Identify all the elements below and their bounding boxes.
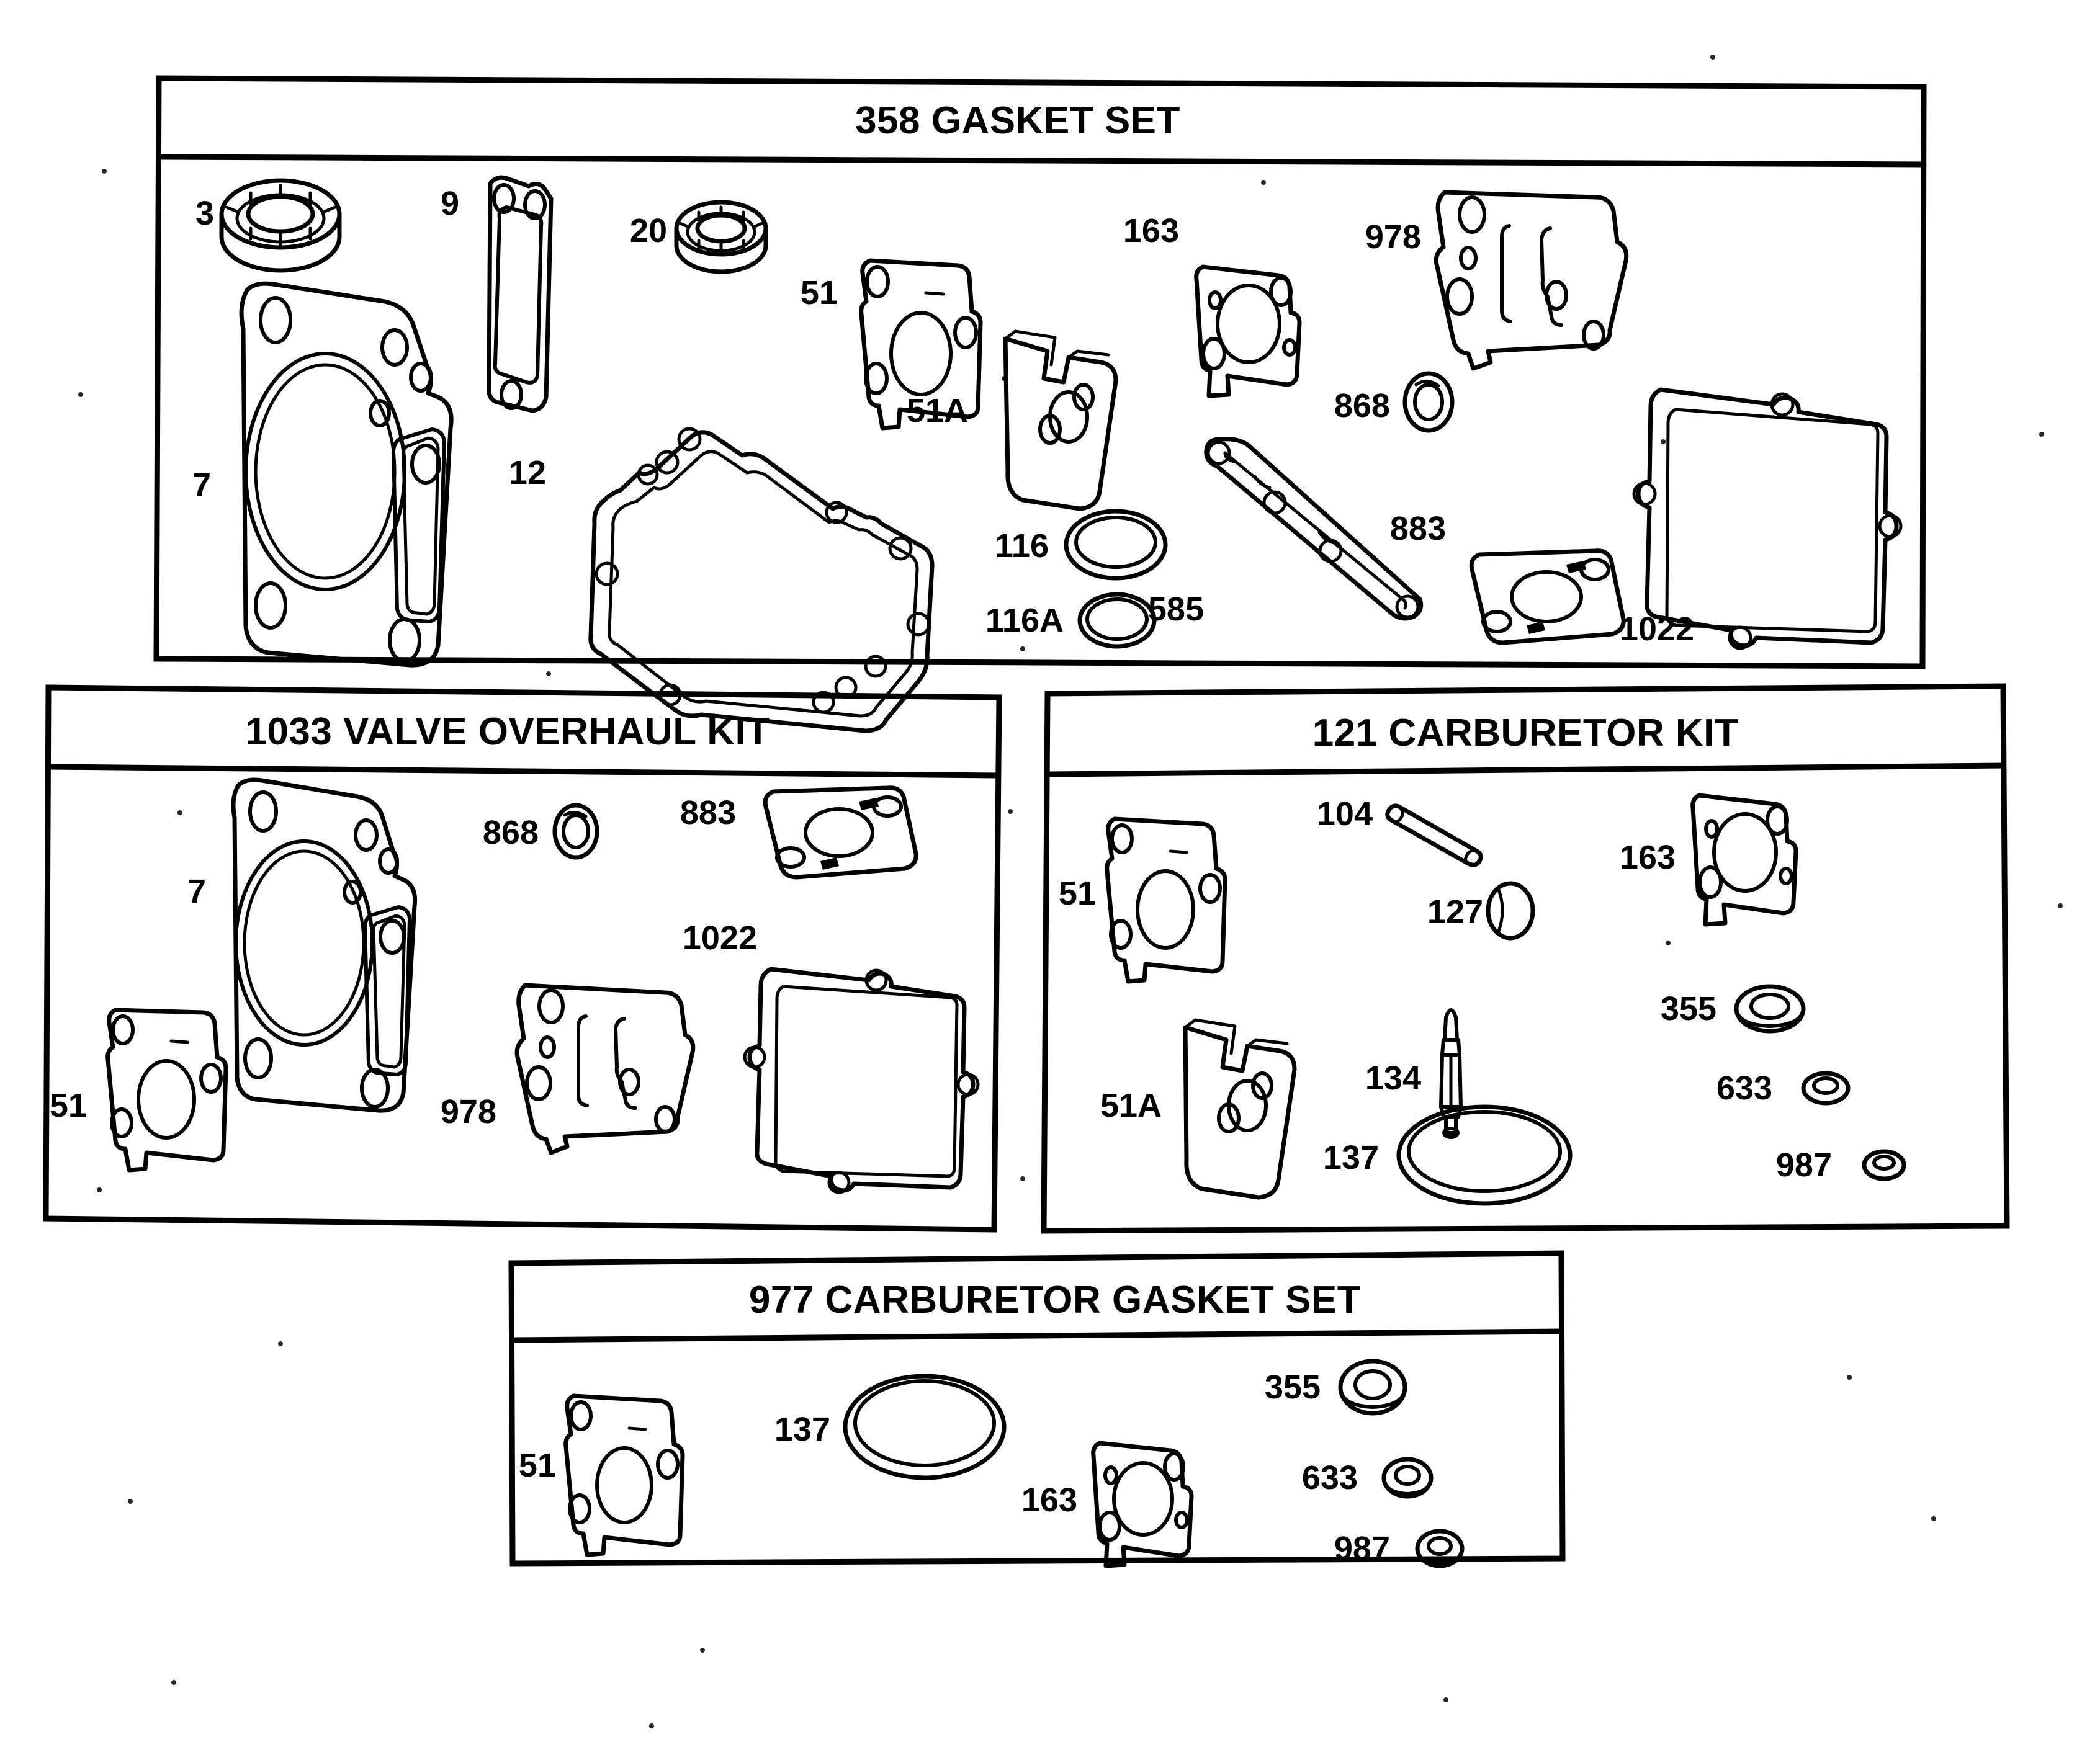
part-355-washer-large bbox=[1734, 984, 1806, 1034]
part-987-washer-small-set bbox=[1415, 1529, 1465, 1568]
part-978-rocker-cover-gasket-kit bbox=[514, 983, 696, 1155]
part-868-valve-stem-seal bbox=[1402, 371, 1455, 433]
panel-title-valve-overhaul-kit: 1033 VALVE OVERHAUL KIT bbox=[245, 710, 770, 753]
part-883-intake-flange-gasket bbox=[1469, 548, 1626, 645]
part-868-valve-stem-seal-kit bbox=[552, 803, 599, 860]
label-part-355-set: 355 bbox=[1265, 1369, 1321, 1406]
label-part-134: 134 bbox=[1365, 1060, 1421, 1097]
label-part-868: 868 bbox=[1334, 387, 1390, 424]
part-51-carburetor-gasket-carbkit bbox=[1105, 816, 1227, 984]
part-137-float-bowl-o-ring bbox=[1396, 1104, 1573, 1206]
label-part-987: 987 bbox=[1776, 1146, 1832, 1184]
panel-valve-overhaul-kit: 1033 VALVE OVERHAUL KIT 7 51 bbox=[43, 684, 1002, 1233]
part-1022-valve-cover-gasket-large bbox=[1632, 387, 1903, 650]
label-part-127: 127 bbox=[1427, 893, 1483, 931]
part-137-float-bowl-o-ring-set bbox=[843, 1374, 1007, 1480]
part-633-washer-medium-set bbox=[1381, 1457, 1434, 1499]
label-part-137: 137 bbox=[1323, 1139, 1379, 1176]
part-116-o-ring-large bbox=[1064, 509, 1168, 581]
label-part-9: 9 bbox=[441, 185, 459, 222]
label-part-633: 633 bbox=[1716, 1070, 1772, 1107]
label-part-3: 3 bbox=[195, 195, 214, 232]
part-3-oil-seal-bearing bbox=[219, 178, 342, 273]
label-part-104: 104 bbox=[1317, 795, 1373, 833]
panel-title-carburetor-gasket-set: 977 CARBURETOR GASKET SET bbox=[749, 1279, 1361, 1321]
part-987-washer-small bbox=[1862, 1149, 1906, 1181]
panel-gasket-set: 358 GASKET SET 3 9 20 bbox=[153, 75, 1927, 733]
label-part-868-kit: 868 bbox=[483, 814, 539, 851]
label-part-163: 163 bbox=[1123, 212, 1179, 249]
label-part-978: 978 bbox=[1365, 218, 1421, 256]
part-51-carburetor-gasket-set bbox=[563, 1393, 685, 1557]
part-978-rocker-cover-gasket bbox=[1434, 190, 1629, 371]
panel-carburetor-gasket-set: 977 CARBURETOR GASKET SET 51 137 163 bbox=[508, 1250, 1566, 1568]
part-633-washer-medium bbox=[1801, 1071, 1851, 1106]
label-part-12: 12 bbox=[509, 454, 546, 491]
panel-title-carburetor-kit: 121 CARBURETOR KIT bbox=[1312, 712, 1739, 754]
part-7-cylinder-head-gasket bbox=[239, 281, 454, 668]
label-part-51A-carbkit: 51A bbox=[1100, 1087, 1162, 1124]
label-part-51-carbkit: 51 bbox=[1059, 875, 1096, 912]
part-20-oil-seal-bearing-small bbox=[674, 200, 768, 274]
scan-artifacts bbox=[78, 55, 2063, 1728]
label-part-987-set: 987 bbox=[1334, 1530, 1390, 1567]
label-part-1022: 1022 bbox=[1620, 610, 1694, 648]
part-51-carburetor-gasket bbox=[859, 258, 983, 431]
part-116A-o-ring-small bbox=[1077, 592, 1157, 649]
label-part-116: 116 bbox=[995, 527, 1049, 565]
label-part-355: 355 bbox=[1661, 990, 1716, 1027]
part-1022-valve-cover-gasket-large-kit bbox=[743, 967, 980, 1194]
part-163-intake-gasket bbox=[1194, 264, 1302, 398]
label-part-51: 51 bbox=[801, 274, 838, 311]
label-part-883: 883 bbox=[1390, 510, 1446, 547]
part-12-crankcase-gasket bbox=[588, 427, 935, 733]
label-part-1022-kit: 1022 bbox=[683, 919, 757, 957]
label-part-883-kit: 883 bbox=[680, 794, 736, 831]
part-127-welch-plug bbox=[1486, 881, 1535, 941]
part-51A-carburetor-body-gasket-carbkit bbox=[1183, 1018, 1297, 1200]
part-163-intake-gasket-carbkit bbox=[1690, 793, 1798, 927]
label-part-137-set: 137 bbox=[774, 1411, 830, 1448]
part-7-cylinder-head-gasket-kit bbox=[231, 777, 418, 1113]
label-part-633-set: 633 bbox=[1302, 1459, 1358, 1496]
label-part-163-carbkit: 163 bbox=[1620, 839, 1676, 876]
part-51-carburetor-gasket-kit bbox=[105, 1008, 228, 1173]
label-part-7: 7 bbox=[192, 467, 211, 504]
label-part-7-kit: 7 bbox=[187, 873, 206, 910]
part-104-float-hinge-pin bbox=[1385, 803, 1483, 867]
panel-carburetor-kit: 121 CARBURETOR KIT 51 104 127 bbox=[1041, 683, 2010, 1234]
part-355-washer-large-set bbox=[1338, 1359, 1407, 1416]
part-163-intake-gasket-set bbox=[1091, 1441, 1194, 1568]
label-part-163-set: 163 bbox=[1021, 1482, 1077, 1519]
part-51A-carburetor-body-gasket bbox=[1003, 329, 1118, 511]
label-part-116A: 116A bbox=[985, 602, 1064, 639]
part-9-valve-cover-gasket bbox=[487, 175, 554, 413]
part-883-intake-flange-gasket-kit bbox=[763, 785, 918, 880]
part-585-breather-tube-gasket bbox=[1204, 437, 1424, 621]
label-part-978-kit: 978 bbox=[441, 1093, 496, 1130]
label-part-20: 20 bbox=[630, 212, 667, 249]
label-part-51A: 51A bbox=[907, 392, 968, 429]
label-part-51-kit: 51 bbox=[50, 1087, 87, 1124]
label-part-51-set: 51 bbox=[519, 1447, 556, 1484]
label-part-585: 585 bbox=[1148, 591, 1204, 628]
panel-title-gasket-set: 358 GASKET SET bbox=[855, 99, 1180, 142]
